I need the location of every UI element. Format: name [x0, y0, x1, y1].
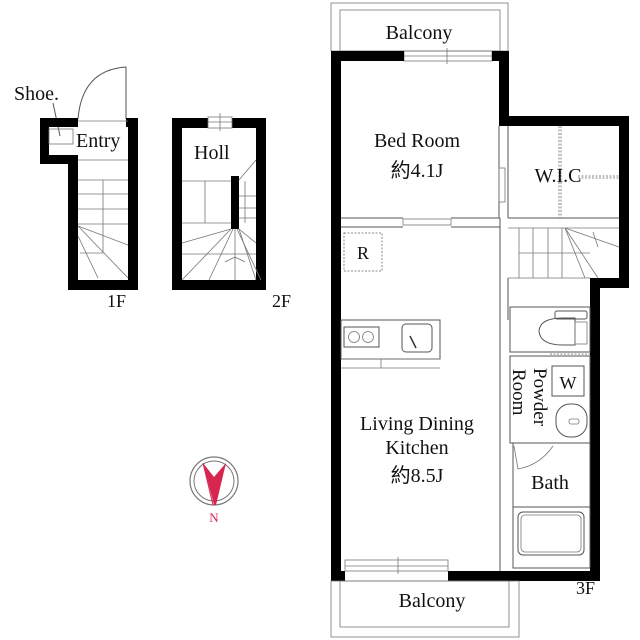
floor-1f: Shoe. Entry 1F: [14, 66, 138, 311]
window-bottom-icon: [344, 559, 449, 572]
stairs-3f-icon: [508, 227, 620, 279]
ldk-size: 約8.5J: [391, 464, 444, 487]
powder-room: W Powder Room: [508, 355, 591, 470]
balcony-bottom-label: Balcony: [399, 590, 466, 612]
compass: N: [189, 456, 239, 525]
floor-label-1f: 1F: [107, 291, 126, 311]
toilet-icon: [538, 317, 576, 346]
balcony-top: Balcony: [330, 2, 509, 52]
ldk-label-line2: Kitchen: [385, 437, 448, 459]
ldk-label-line1: Living Dining: [360, 413, 474, 435]
floor-label-2f: 2F: [272, 291, 291, 311]
stove-icon: [343, 326, 380, 348]
bath-door-icon: [513, 445, 554, 470]
floor-2f: Holl 2F: [172, 113, 291, 311]
entry-label: Entry: [76, 130, 120, 152]
washer-icon: [551, 365, 585, 397]
shoe-label: Shoe.: [14, 83, 59, 105]
floor-label-3f: 3F: [576, 578, 595, 598]
entry-door-icon: [77, 66, 127, 120]
powder-label-line1: Powder: [529, 368, 550, 427]
refrigerator-label: R: [357, 243, 369, 263]
stairs-2f-icon: [181, 159, 262, 281]
bedroom-label: Bed Room: [374, 130, 461, 152]
wic-label: W.I.C: [534, 165, 581, 187]
bedroom-partition: [341, 217, 500, 228]
floor-3f: Balcony Balcony: [330, 2, 629, 638]
stairs-1f-icon: [77, 179, 129, 279]
compass-label: N: [209, 510, 219, 525]
bath-room: Bath: [512, 442, 591, 569]
powder-label-line2: Room: [508, 369, 529, 416]
kitchen-counter: [340, 319, 441, 369]
bathtub-icon: [517, 511, 585, 556]
sink-icon: [401, 323, 433, 353]
toilet-area: [509, 306, 591, 355]
north-arrow-icon: [203, 463, 226, 505]
balcony-top-label: Balcony: [386, 22, 453, 44]
bath-label: Bath: [531, 472, 569, 494]
basin-icon: [555, 403, 588, 438]
washer-label: W: [560, 373, 577, 393]
bedroom-size: 約4.1J: [391, 159, 444, 182]
hall-label: Holl: [194, 142, 230, 164]
refrigerator-icon: [343, 232, 383, 272]
balcony-bottom: Balcony: [330, 580, 520, 638]
